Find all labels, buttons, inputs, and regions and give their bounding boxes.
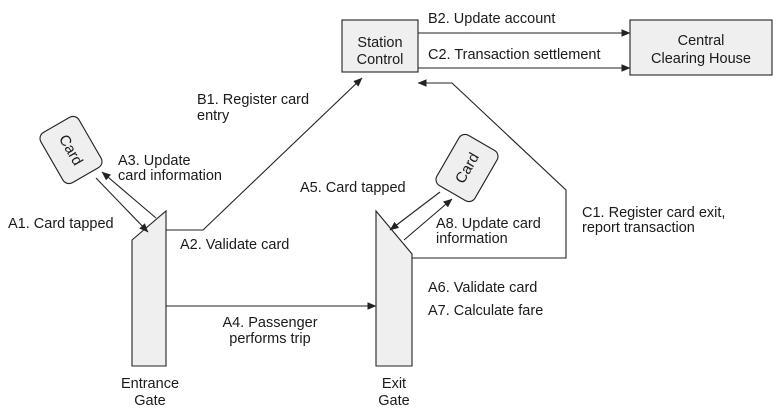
label-a1: A1. Card tapped <box>8 216 114 232</box>
exit-gate-node: Exit Gate <box>375 209 413 409</box>
station-control-label-line2: Control <box>357 52 404 68</box>
entrance-gate-label-line2: Gate <box>134 393 165 409</box>
arrow-a3-update-card <box>101 171 157 219</box>
exit-gate-label-line2: Gate <box>378 393 409 409</box>
label-a6: A6. Validate card <box>428 280 537 296</box>
label-a7: A7. Calculate fare <box>428 303 543 319</box>
label-b1-line2: entry <box>197 108 230 124</box>
label-a8-line2: information <box>436 231 508 247</box>
label-b1-line1: B1. Register card <box>197 92 309 108</box>
exit-card-node: Card <box>435 133 499 203</box>
label-a4-line2: performs trip <box>229 331 310 347</box>
label-b2: B2. Update account <box>428 11 555 27</box>
label-a2: A2. Validate card <box>180 237 289 253</box>
label-a3-line1: A3. Update <box>118 153 191 169</box>
arrow-a1-card-tapped <box>95 177 149 233</box>
arrow-b1-register-entry <box>166 77 363 231</box>
entrance-gate-node: Entrance Gate <box>121 209 179 409</box>
label-c2: C2. Transaction settlement <box>428 47 600 63</box>
exit-gate-label-line1: Exit <box>382 376 406 392</box>
label-c1-line2: report transaction <box>582 220 695 236</box>
arrow-a8-update-card <box>403 198 453 241</box>
clearing-house-node: Central Clearing House <box>629 19 773 76</box>
entrance-gate-label-line1: Entrance <box>121 376 179 392</box>
station-control-node: Station Control <box>341 19 419 73</box>
entry-card-node: Card <box>39 115 103 185</box>
label-a8-line1: A8. Update card <box>436 216 541 232</box>
clearing-house-label-line1: Central <box>678 33 725 49</box>
label-a3-line2: card information <box>118 168 222 184</box>
label-a5: A5. Card tapped <box>300 180 406 196</box>
label-c1-line1: C1. Register card exit, <box>582 205 725 221</box>
arrow-c1-register-exit <box>412 79 567 259</box>
clearing-house-label-line2: Clearing House <box>651 51 751 67</box>
label-a4-line1: A4. Passenger <box>222 315 317 331</box>
arrow-a5-card-tapped <box>389 191 441 231</box>
station-control-label-line1: Station <box>357 35 402 51</box>
